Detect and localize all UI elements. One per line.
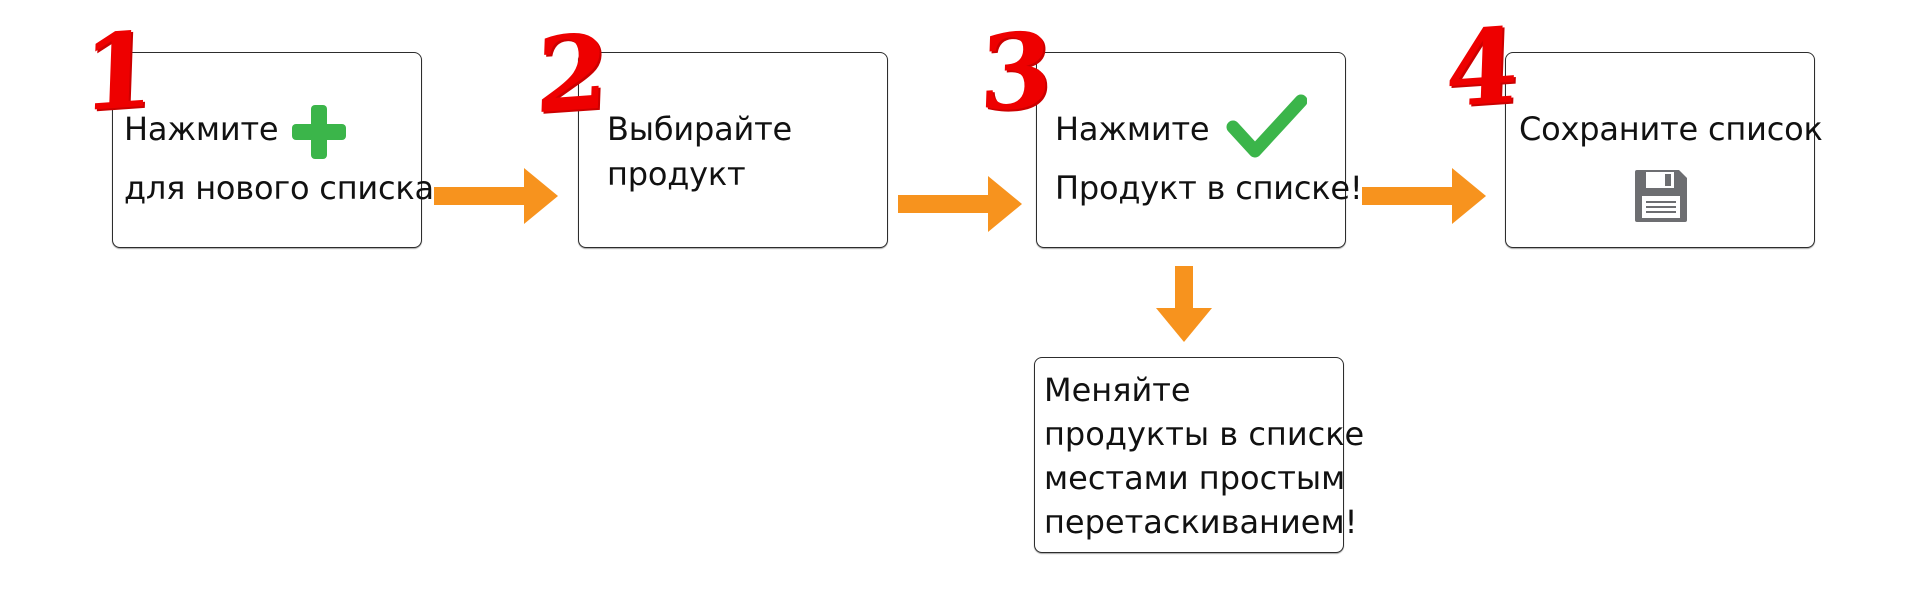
reorder-info-text: Меняйте продукты в списке местами просты… — [1044, 368, 1364, 544]
reorder-info-line-4: перетаскиванием! — [1044, 503, 1358, 541]
step-4-label: Сохраните список — [1519, 110, 1823, 148]
step-2-box — [578, 52, 888, 248]
plus-icon — [292, 105, 346, 159]
arrow-icon — [1156, 266, 1212, 342]
step-3-description: Продукт в списке! — [1055, 169, 1363, 207]
reorder-info-line-1: Меняйте — [1044, 371, 1191, 409]
checkmark-icon — [1226, 94, 1307, 158]
step-1-label: Нажмите — [124, 110, 279, 148]
step-4-number: 4 — [1443, 3, 1521, 132]
step-3-box — [1036, 52, 1346, 248]
floppy-disk-icon — [1635, 170, 1687, 222]
step-2-label: Выбирайте — [607, 110, 792, 148]
arrow-icon — [898, 176, 1022, 232]
step-3-number: 3 — [977, 7, 1055, 136]
reorder-info-line-2: продукты в списке — [1044, 415, 1365, 453]
step-2-description: продукт — [607, 155, 746, 193]
step-3-label: Нажмите — [1055, 110, 1210, 148]
arrow-icon — [1362, 168, 1486, 224]
arrow-icon — [434, 168, 558, 224]
step-1-description: для нового списка — [124, 169, 434, 207]
step-2-number: 2 — [533, 9, 611, 138]
reorder-info-box — [1034, 357, 1344, 553]
reorder-info-line-3: местами простым — [1044, 459, 1346, 497]
step-1-box — [112, 52, 422, 248]
